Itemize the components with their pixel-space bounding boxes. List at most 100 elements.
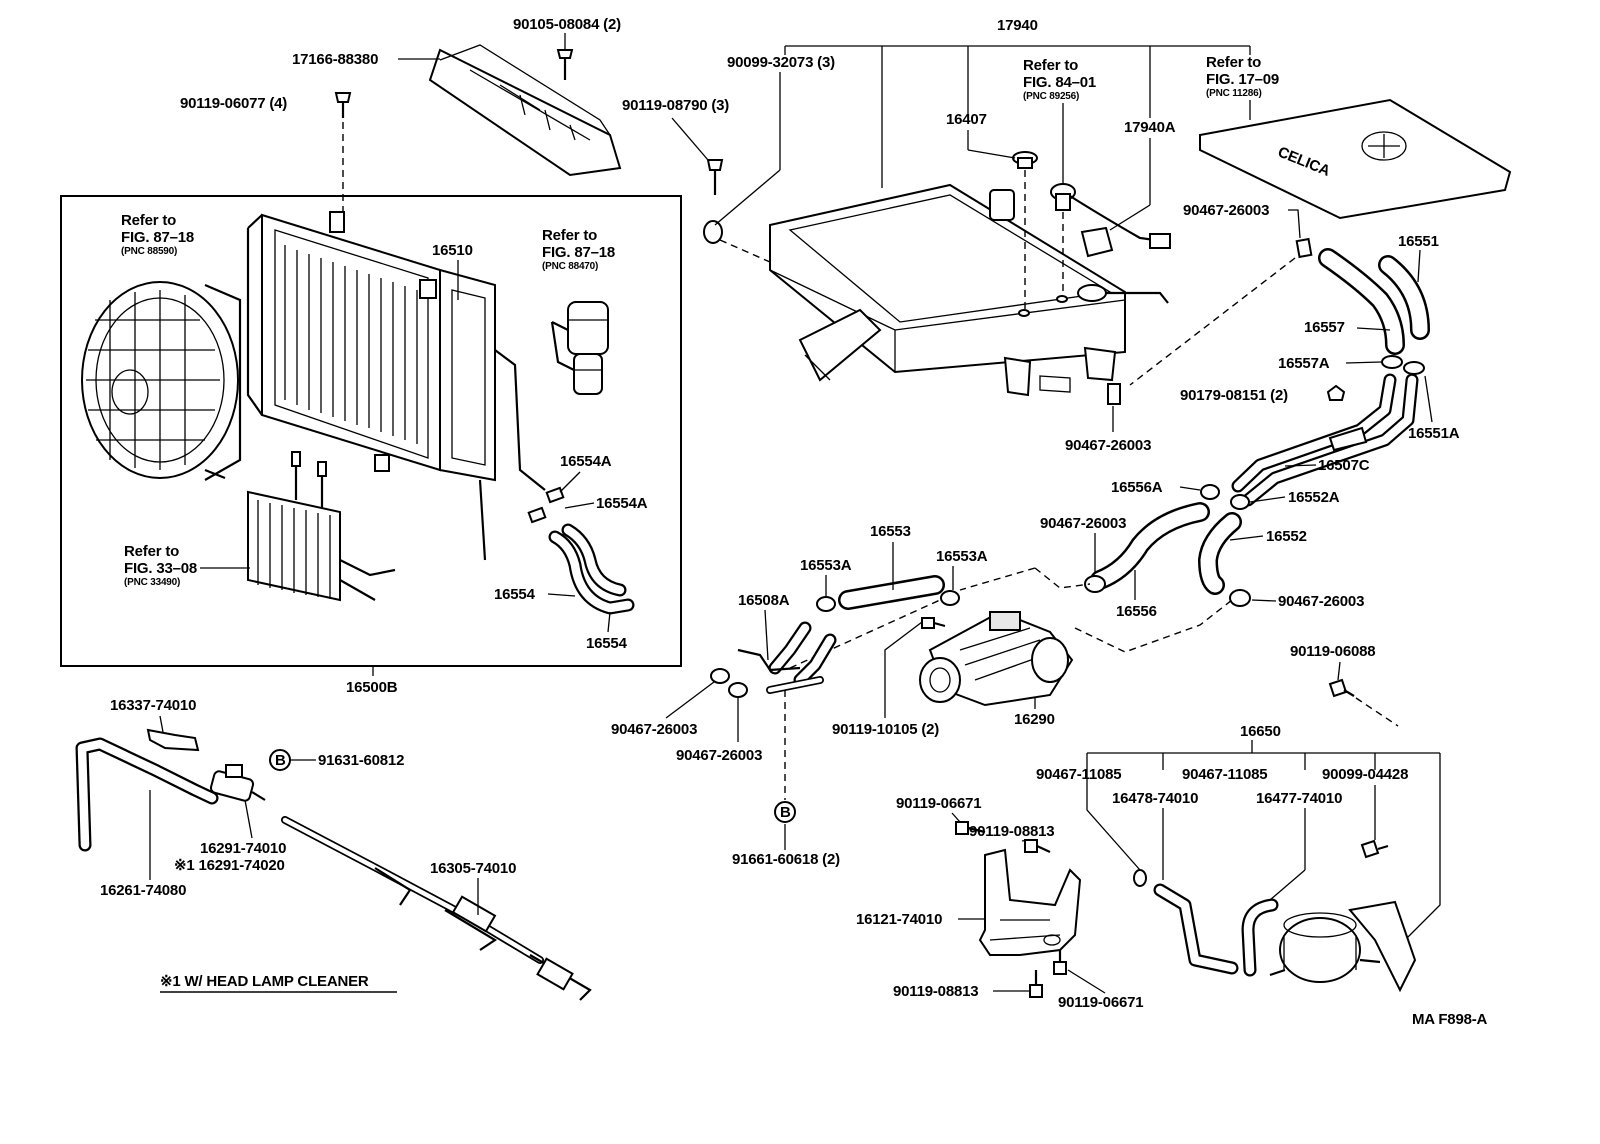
svg-text:Refer to: Refer to (542, 227, 597, 244)
label-16407: 16407 (946, 111, 987, 128)
routing-dash-1 (1034, 567, 1091, 589)
pipe-16305 (281, 816, 592, 1001)
label-16551: 16551 (1398, 233, 1439, 250)
label-16554A-1: 16554A (560, 453, 612, 470)
coolant-tank (769, 183, 1169, 397)
label-16551A: 16551A (1408, 425, 1460, 442)
clamp-16553A-1 (816, 596, 836, 612)
svg-text:Refer to: Refer to (124, 543, 179, 560)
routing-dash-3 (1074, 599, 1233, 653)
label-16552: 16552 (1266, 528, 1307, 545)
label-90099-32073: 90099-32073 (3) (727, 54, 835, 71)
label-16261-74080: 16261-74080 (100, 882, 186, 899)
label-16478-74010: 16478-74010 (1112, 790, 1198, 807)
svg-text:(PNC 33490): (PNC 33490) (124, 577, 180, 588)
label-90119-06088: 90119-06088 (1290, 643, 1375, 660)
hose-16478 (1153, 883, 1239, 975)
svg-text:Refer to: Refer to (1023, 57, 1078, 74)
hose-16477 (1241, 898, 1279, 977)
svg-text:(PNC 89256): (PNC 89256) (1023, 91, 1079, 102)
leader-16650 (1086, 740, 1441, 946)
label-90119-10105: 90119-10105 (2) (832, 721, 939, 738)
grommet (703, 220, 723, 244)
pipe-16508A (737, 621, 837, 694)
svg-text:(PNC 11286): (PNC 11286) (1206, 88, 1262, 99)
filter-canister (1269, 900, 1417, 993)
label-16553A-2: 16553A (936, 548, 988, 565)
leader-17940 (784, 45, 1251, 188)
label-91631-60812: 91631-60812 (318, 752, 404, 769)
bolt-90119-06671-1 (955, 821, 986, 835)
label-16557A: 16557A (1278, 355, 1330, 372)
bolt-90119-08813-2 (1029, 970, 1043, 998)
label-16291-74010: 16291-74010 (200, 840, 286, 857)
svg-text:(PNC 88470): (PNC 88470) (542, 261, 598, 272)
label-90105-08084: 90105-08084 (2) (513, 16, 621, 33)
label-90119-08813-1: 90119-08813 (969, 823, 1054, 840)
label-16554A-2: 16554A (596, 495, 648, 512)
label-17940: 17940 (997, 17, 1038, 34)
group-box-label: 16500B (346, 679, 398, 696)
fan-shroud (81, 281, 242, 481)
svg-text:B: B (780, 804, 791, 821)
ref-relay: Refer to FIG. 87–18 (PNC 88470) (542, 227, 615, 272)
svg-text:FIG. 33–08: FIG. 33–08 (124, 560, 197, 577)
label-90179-08151: 90179-08151 (2) (1180, 387, 1288, 404)
label-16554-1: 16554 (494, 586, 536, 603)
clamp-16556A (1200, 484, 1220, 500)
label-16508A: 16508A (738, 592, 790, 609)
ref-fan: Refer to FIG. 87–18 (PNC 88590) (121, 212, 194, 257)
label-90099-04428: 90099-04428 (1322, 766, 1408, 783)
label-16337-74010: 16337-74010 (110, 697, 196, 714)
label-16305-74010: 16305-74010 (430, 860, 516, 877)
svg-text:※1 W/ HEAD LAMP CLEANER: ※1 W/ HEAD LAMP CLEANER (160, 973, 369, 990)
hose-16553 (838, 575, 945, 610)
svg-text:FIG. 17–09: FIG. 17–09 (1206, 71, 1279, 88)
label-90467-26003-a: 90467-26003 (1183, 202, 1269, 219)
marker-b-upper: B (269, 749, 291, 771)
bolt-90119-08813-1 (1024, 839, 1051, 853)
bracket-16337 (146, 728, 200, 752)
label-91661-60618: 91661-60618 (2) (732, 851, 840, 868)
radiator-core (246, 211, 546, 561)
label-90119-08790: 90119-08790 (3) (622, 97, 729, 114)
clamp-16557A (1381, 355, 1425, 375)
svg-text:B: B (275, 752, 286, 769)
radiator-group-box (60, 195, 682, 667)
bracket-16121 (978, 848, 1082, 956)
label-16553: 16553 (870, 523, 911, 540)
marker-b-lower: B (774, 801, 796, 823)
pipe-16507C (1231, 373, 1419, 507)
label-16477-74010: 16477-74010 (1256, 790, 1342, 807)
level-sensor (1069, 195, 1171, 258)
svg-text:FIG. 87–18: FIG. 87–18 (542, 244, 615, 261)
plug-16407 (1012, 151, 1038, 169)
label-90467-26003-e: 90467-26003 (611, 721, 697, 738)
clamp-90467-e (710, 668, 730, 684)
nut-90179 (1326, 384, 1346, 401)
clamp-90467-f (728, 682, 748, 698)
bolt-90119-10105 (921, 617, 946, 629)
label-90119-08813-2: 90119-08813 (893, 983, 978, 1000)
label-90467-11085-2: 90467-11085 (1182, 766, 1267, 783)
footnote: ※1 W/ HEAD LAMP CLEANER (160, 973, 397, 993)
svg-text:(PNC 88590): (PNC 88590) (121, 246, 177, 257)
bolt-90119-06671-2 (1053, 950, 1067, 975)
valve-16291 (209, 764, 266, 802)
fan-relay (550, 301, 609, 395)
label-16290: 16290 (1014, 711, 1055, 728)
svg-text:Refer to: Refer to (1206, 54, 1261, 71)
svg-text:FIG. 84–01: FIG. 84–01 (1023, 74, 1096, 91)
shroud-upper (428, 44, 622, 177)
label-90467-26003-c: 90467-26003 (1040, 515, 1126, 532)
oil-cooler (247, 451, 396, 602)
clip-16554A (527, 486, 565, 524)
label-16554-2: 16554 (586, 635, 628, 652)
label-16507C: 16507C (1318, 457, 1370, 474)
label-90467-11085-1: 90467-11085 (1036, 766, 1121, 783)
svg-text:FIG. 87–18: FIG. 87–18 (121, 229, 194, 246)
label-90119-06671-2: 90119-06671 (1058, 994, 1143, 1011)
engine-cover: CELICA (1199, 98, 1512, 220)
label-90467-26003-f: 90467-26003 (676, 747, 762, 764)
ref-cover: Refer to FIG. 17–09 (PNC 11286) (1206, 54, 1279, 120)
